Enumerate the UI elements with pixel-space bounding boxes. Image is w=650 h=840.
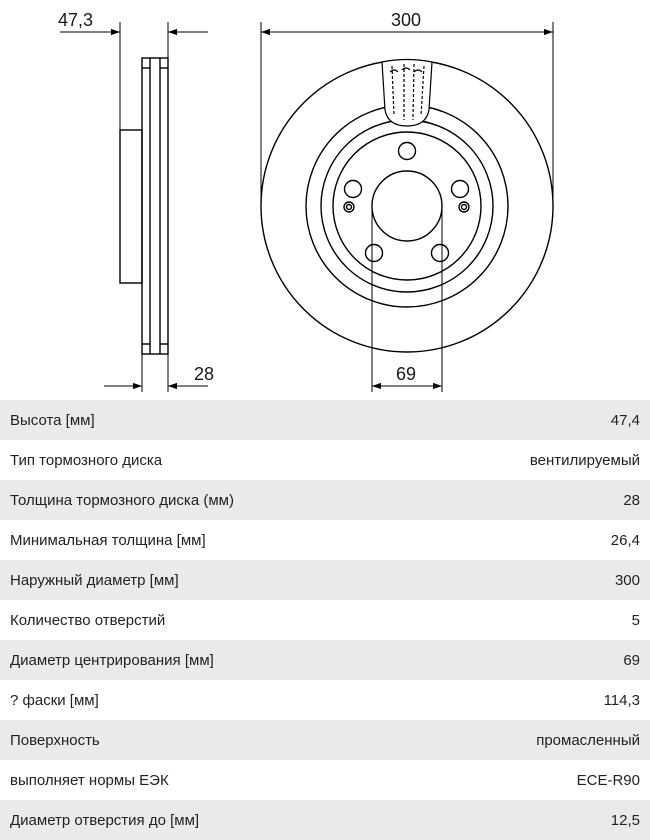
spec-value: 300 — [614, 571, 640, 589]
spec-value: ECE-R90 — [576, 771, 640, 789]
spec-value: промасленный — [536, 731, 640, 749]
dimension-height-label: 47,3 — [58, 10, 93, 30]
dimension-height: 47,3 — [58, 10, 208, 36]
side-view — [119, 57, 169, 355]
spec-label: Высота [мм] — [10, 411, 95, 429]
spec-label: Минимальная толщина [мм] — [10, 531, 206, 549]
spec-label: Поверхность — [10, 731, 100, 749]
spec-row: Тип тормозного диска вентилируемый — [0, 440, 650, 480]
spec-value: 69 — [623, 651, 640, 669]
spec-row: Толщина тормозного диска (мм) 28 — [0, 480, 650, 520]
spec-label: выполняет нормы ЕЭК — [10, 771, 169, 789]
brake-disc-drawing: 47,3 28 — [58, 10, 554, 392]
spec-row: Высота [мм] 47,4 — [0, 400, 650, 440]
dimension-thickness-label: 28 — [194, 364, 214, 384]
spec-label: Диаметр отверстия до [мм] — [10, 811, 200, 829]
spec-label: Количество отверстий — [10, 611, 166, 629]
spec-value: 26,4 — [610, 531, 640, 549]
spec-label: Наружный диаметр [мм] — [10, 571, 179, 589]
spec-label: ? фаски [мм] — [10, 691, 99, 709]
spec-value: 114,3 — [603, 691, 640, 709]
spec-row: Диаметр отверстия до [мм] 12,5 — [0, 800, 650, 840]
spec-row: выполняет нормы ЕЭК ECE-R90 — [0, 760, 650, 800]
spec-value: 12,5 — [610, 811, 640, 829]
spec-value: 47,4 — [610, 411, 640, 429]
spec-row: Количество отверстий 5 — [0, 600, 650, 640]
spec-value: вентилируемый — [529, 451, 640, 469]
dimension-diameter: 300 — [261, 10, 553, 36]
spec-label: Диаметр центрирования [мм] — [10, 651, 214, 669]
dimension-diameter-label: 300 — [391, 10, 421, 30]
spec-value: 28 — [623, 491, 640, 509]
spec-label: Тип тормозного диска — [10, 451, 163, 469]
dimension-thickness: 28 — [104, 364, 214, 390]
spec-row: Наружный диаметр [мм] 300 — [0, 560, 650, 600]
vent-section — [381, 58, 433, 127]
spec-row: Диаметр центрирования [мм] 69 — [0, 640, 650, 680]
spec-row: ? фаски [мм] 114,3 — [0, 680, 650, 720]
spec-value: 5 — [631, 611, 640, 629]
dimension-center-bore-label: 69 — [396, 364, 416, 384]
spec-label: Толщина тормозного диска (мм) — [10, 491, 234, 509]
dimension-center-bore: 69 — [372, 364, 442, 390]
spec-row: Поверхность промасленный — [0, 720, 650, 760]
spec-table: Высота [мм] 47,4 Тип тормозного диска вент… — [0, 400, 650, 840]
spec-row: Минимальная толщина [мм] 26,4 — [0, 520, 650, 560]
